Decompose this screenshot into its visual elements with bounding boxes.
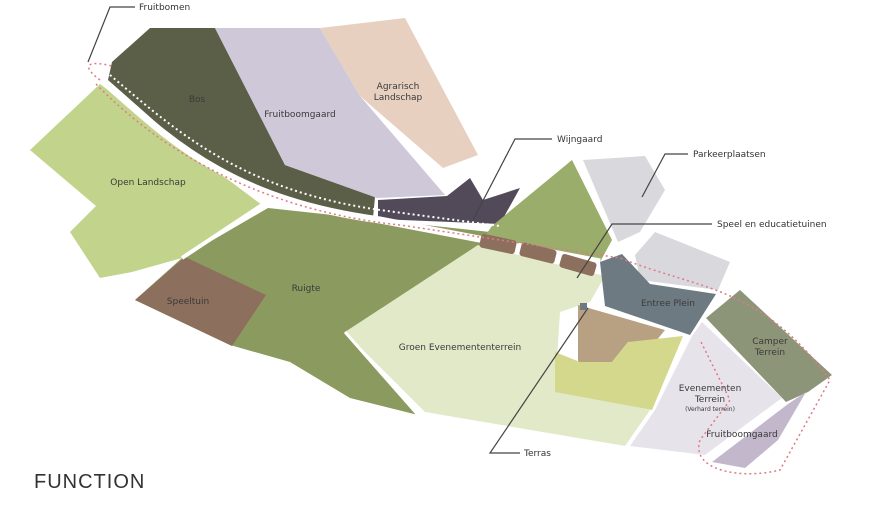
speeltuin-tile[interactable]	[519, 242, 557, 264]
zone-bos[interactable]	[108, 28, 375, 218]
page-title: FUNCTION	[34, 471, 146, 493]
zone-parkeerplaatsen-1[interactable]	[583, 156, 665, 242]
zone-fruitboomgaard-south[interactable]	[712, 392, 806, 468]
label-speeltuin: Speeltuin	[167, 297, 209, 307]
label-bos: Bos	[189, 95, 206, 105]
label-camper-1: Camper	[752, 337, 788, 347]
label-evenementen-1: Evenementen	[679, 384, 742, 394]
label-ruigte: Ruigte	[292, 284, 321, 294]
label-evenementen-note: (Verhard terrein)	[685, 406, 735, 413]
leader-speel-educatie	[576, 223, 712, 279]
callout-wijngaard: Wijngaard	[557, 135, 602, 145]
zone-camper-terrein[interactable]	[706, 290, 832, 402]
zone-green-triangle[interactable]	[482, 160, 612, 262]
main-road	[101, 79, 601, 266]
zone-open-landschap[interactable]	[30, 84, 262, 278]
label-groen-evenemententerrein: Groen Evenemententerrein	[399, 343, 522, 353]
fruitbomen-route	[87, 62, 831, 475]
callout-speel-en-educatietuinen: Speel en educatietuinen	[717, 220, 827, 230]
zone-parkeerplaatsen-2[interactable]	[635, 232, 730, 290]
label-camper-2: Terrein	[754, 348, 785, 358]
label-entree-plein: Entree Plein	[641, 299, 695, 309]
label-fruitboomgaard-south: Fruitboomgaard	[706, 430, 777, 440]
zone-terras-tan[interactable]	[578, 305, 665, 362]
leader-terras	[488, 307, 589, 454]
zone-agrarisch-landschap[interactable]	[320, 18, 478, 168]
speeltuin-tile[interactable]	[559, 253, 597, 276]
callout-parkeerplaatsen: Parkeerplaatsen	[693, 150, 766, 160]
road-bottom	[343, 331, 706, 462]
zone-fruitboomgaard-north[interactable]	[215, 28, 445, 198]
zone-entree-plein[interactable]	[600, 254, 716, 335]
callout-fruitbomen: Fruitbomen	[139, 3, 190, 13]
label-agrarisch-2: Landschap	[374, 93, 423, 103]
zone-speeltuin[interactable]	[135, 257, 266, 346]
zone-ruigte[interactable]	[135, 208, 490, 415]
terras-marker	[580, 303, 587, 310]
zone-groen-evenemententerrein[interactable]	[345, 245, 650, 446]
callout-terras: Terras	[523, 449, 551, 459]
leader-parkeerplaatsen	[641, 153, 688, 198]
road-south	[180, 203, 264, 260]
fruitbomen-white-dots	[109, 74, 501, 227]
label-fruitboomgaard-north: Fruitboomgaard	[264, 110, 335, 120]
zone-terras-yellow[interactable]	[555, 336, 683, 410]
label-agrarisch-1: Agrarisch	[377, 82, 420, 92]
zone-wijngaard[interactable]	[378, 178, 520, 224]
zone-evenementen-terrein[interactable]	[630, 322, 782, 455]
leader-wijngaard	[472, 138, 552, 221]
label-evenementen-2: Terrein	[694, 395, 725, 405]
leader-fruitbomen	[87, 6, 135, 63]
label-open-landschap: Open Landschap	[110, 178, 186, 188]
